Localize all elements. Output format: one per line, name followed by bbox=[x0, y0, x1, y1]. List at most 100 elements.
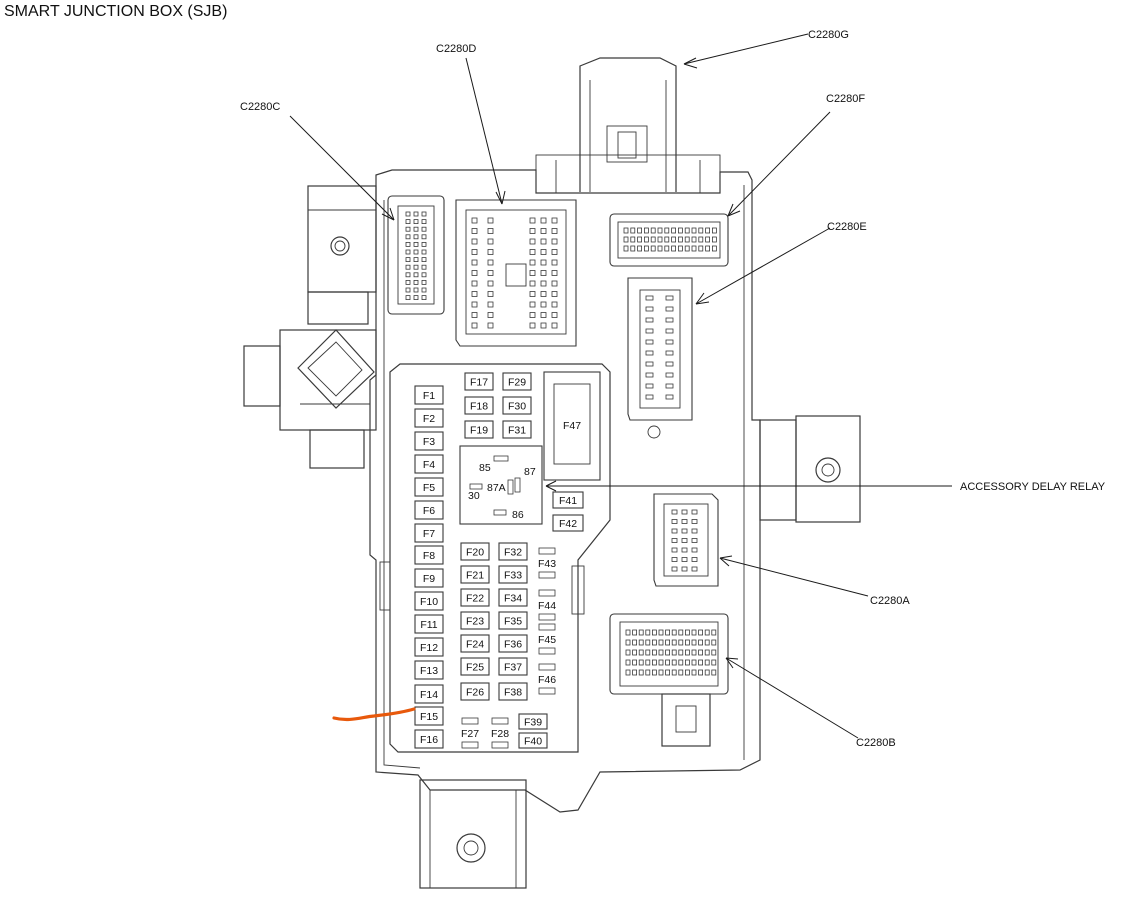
fuse-label: F42 bbox=[559, 518, 577, 530]
fuse-label: F24 bbox=[466, 639, 484, 651]
connector-pin bbox=[405, 241, 411, 247]
connector-pin bbox=[712, 227, 717, 234]
fuse-f34: F34 bbox=[498, 588, 528, 607]
connector-pin bbox=[698, 639, 703, 646]
fuse-f44: F44 bbox=[538, 589, 556, 621]
connector-pin bbox=[645, 339, 654, 345]
fuse-f17-body bbox=[464, 372, 494, 391]
connector-pin bbox=[540, 217, 547, 224]
fuse-f19: F19 bbox=[464, 420, 494, 439]
fuse-f46: F46 bbox=[538, 663, 556, 695]
connector-pin bbox=[691, 509, 698, 515]
connector-pin bbox=[625, 639, 631, 646]
connector-pin bbox=[405, 211, 411, 217]
connector-pin bbox=[413, 295, 419, 301]
connector-pin bbox=[681, 566, 688, 572]
fuse-f20: F20 bbox=[460, 542, 490, 561]
connector-pin bbox=[471, 217, 478, 224]
connector-pin bbox=[413, 264, 419, 270]
connector-pin bbox=[421, 295, 427, 301]
connector-pin bbox=[665, 372, 674, 378]
connector-pin bbox=[630, 236, 636, 243]
connector-pin bbox=[405, 234, 411, 240]
connector-pin bbox=[551, 301, 558, 308]
fuse-f33: F33 bbox=[498, 565, 528, 584]
fuse-f23: F23 bbox=[460, 611, 490, 630]
fuse-f12-body bbox=[414, 637, 444, 657]
fuse-label: F37 bbox=[504, 662, 522, 674]
connector-pin bbox=[691, 528, 698, 534]
fuse-f2: F2 bbox=[414, 408, 444, 428]
connector-pin bbox=[671, 236, 676, 243]
connector-pin bbox=[421, 264, 427, 270]
connector-pin bbox=[551, 280, 558, 287]
connector-pin bbox=[711, 639, 717, 646]
fuse-f29: F29 bbox=[502, 372, 532, 391]
connector-c2280b bbox=[609, 613, 729, 747]
connector-pin bbox=[405, 249, 411, 255]
connector-pin bbox=[471, 291, 478, 297]
connector-pin bbox=[698, 669, 703, 676]
fuse-label: F41 bbox=[559, 495, 577, 507]
fuse-label: F9 bbox=[423, 573, 435, 585]
connector-pin bbox=[645, 649, 651, 656]
fuse-label: F36 bbox=[504, 639, 522, 651]
fuse-label: F25 bbox=[466, 662, 484, 674]
fuse-f27-cap-bottom bbox=[461, 741, 479, 749]
fuse-layer: F1F2F3F4F5F6F7F8F9F10F11F12F13F14F15F16F… bbox=[414, 372, 584, 749]
connector-pin bbox=[551, 322, 558, 329]
connector-pin bbox=[529, 217, 536, 224]
connector-pin bbox=[671, 566, 678, 572]
fuse-f45: F45 bbox=[538, 623, 556, 655]
connector-pin bbox=[671, 538, 678, 543]
fuse-f5: F5 bbox=[414, 477, 444, 497]
connector-pin bbox=[551, 228, 558, 234]
fuse-f43: F43 bbox=[538, 547, 556, 579]
connector-pin bbox=[665, 383, 674, 389]
connector-pin bbox=[413, 241, 419, 247]
relay-terminal-86: 86 bbox=[512, 509, 524, 521]
fuse-label: F33 bbox=[504, 570, 522, 582]
connector-pin bbox=[698, 236, 704, 243]
fuse-f5-body bbox=[414, 477, 444, 497]
fuse-f7-body bbox=[414, 523, 444, 543]
fuse-f17: F17 bbox=[464, 372, 494, 391]
fuse-f31-body bbox=[502, 420, 532, 439]
connector-pin bbox=[540, 280, 547, 287]
connector-pin bbox=[638, 639, 644, 646]
connector-pin bbox=[645, 629, 651, 636]
connector-pin bbox=[691, 245, 697, 252]
connector-pin bbox=[632, 639, 637, 646]
relay-terminal-30: 30 bbox=[468, 490, 480, 502]
fuse-f24-body bbox=[460, 634, 490, 653]
connector-pin bbox=[698, 245, 704, 252]
connector-pin bbox=[712, 245, 717, 252]
fuse-label: F23 bbox=[466, 616, 484, 628]
connector-pin bbox=[471, 259, 478, 266]
connector-pin bbox=[413, 249, 419, 255]
connector-pin bbox=[421, 287, 427, 293]
fuse-f19-body bbox=[464, 420, 494, 439]
connector-pin bbox=[413, 219, 419, 225]
connector-pin bbox=[645, 659, 651, 666]
fuse-f7: F7 bbox=[414, 523, 444, 543]
connector-pin bbox=[712, 236, 717, 243]
connector-pin bbox=[691, 557, 698, 562]
connector-pin bbox=[487, 270, 494, 276]
connector-pin bbox=[685, 639, 690, 646]
connector-pin bbox=[623, 236, 629, 243]
fuse-f21: F21 bbox=[460, 565, 490, 584]
connector-pin bbox=[421, 257, 427, 263]
connector-pin bbox=[658, 669, 664, 676]
fuse-label: F2 bbox=[423, 413, 435, 425]
fuse-f43-cap-bottom bbox=[538, 571, 556, 579]
fuse-f31: F31 bbox=[502, 420, 532, 439]
connector-pin bbox=[665, 306, 674, 312]
connector-pin bbox=[529, 322, 536, 329]
fuse-f30: F30 bbox=[502, 396, 532, 415]
connector-pin bbox=[405, 219, 411, 225]
connector-pin bbox=[671, 629, 677, 636]
fuse-f46-cap-bottom bbox=[538, 687, 556, 695]
connector-pin bbox=[471, 238, 478, 245]
fuse-label: F39 bbox=[524, 717, 542, 729]
